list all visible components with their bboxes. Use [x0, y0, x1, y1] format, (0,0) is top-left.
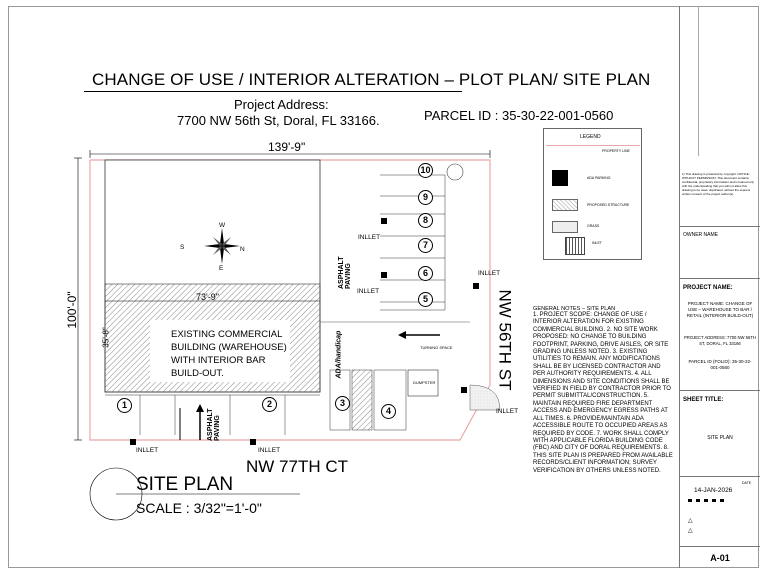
project-name: PROJECT NAME: CHANGE OF USE – WAREHOUSE …: [686, 301, 754, 318]
compass-w: W: [219, 222, 226, 229]
parcel-id: PARCEL ID : 35-30-22-001-0560: [424, 108, 614, 123]
dimension-top: 139'-9": [268, 140, 306, 154]
dimension-left: 100'-0": [65, 291, 79, 329]
general-notes: 1. PROJECT SCOPE: CHANGE OF USE / INTERI…: [533, 312, 673, 474]
title-block: 1) This drawing is protected by copyrigh…: [679, 6, 760, 568]
turning-space: TURNING SPACE: [420, 345, 453, 350]
inlet-icon: [461, 387, 467, 393]
sheet-number-section: A-01: [680, 546, 760, 568]
compass-n: N: [240, 246, 245, 253]
dimension-building-width: 73'-9": [196, 292, 219, 302]
revision-triangle-icon: △: [688, 528, 693, 534]
project-address-value: 7700 NW 56th St, Doral, FL 33166.: [177, 113, 380, 128]
ada-access-aisle: [351, 369, 373, 431]
project-address: PROJECT ADDRESS: 7700 NW 56TH ST, DORAL,…: [684, 335, 756, 346]
scale-caption: SCALE : 3/32"=1'-0": [136, 500, 262, 516]
property-line: [89, 159, 491, 441]
drawing-title: CHANGE OF USE / INTERIOR ALTERATION – PL…: [92, 70, 651, 89]
inlet-icon: [130, 439, 136, 445]
inlet-icon: [250, 439, 256, 445]
sheet-border: [8, 6, 759, 568]
legend-item: INLET: [592, 241, 602, 245]
project-address-label: Project Address:: [234, 97, 329, 112]
project-label: PROJECT NAME:: [683, 285, 733, 291]
revision-triangle-icon: △: [688, 518, 693, 524]
site-plan-caption: SITE PLAN: [136, 474, 234, 495]
sheet-title: SITE PLAN: [707, 435, 733, 441]
street-south: NW 77TH CT: [246, 457, 348, 476]
legend-grass-icon: [552, 221, 578, 233]
legend-item: PROPERTY LINE: [602, 149, 630, 153]
compass-rose-icon: [204, 228, 240, 264]
asphalt-paving-south: ASPHALT PAVING: [207, 408, 221, 441]
date-value: 14-JAN-2026: [694, 487, 733, 494]
legend-item: PROPOSED STRUCTURE: [587, 203, 630, 207]
sheet-number: A-01: [710, 553, 730, 563]
copyright-note: 1) This drawing is protected by copyrigh…: [682, 172, 754, 196]
parking-space-2: 2: [262, 397, 277, 412]
compass-s: S: [180, 244, 185, 251]
title-block-divider: [698, 6, 699, 156]
parking-space-5: 5: [418, 292, 433, 307]
owner-section: OWNER NAME: [680, 226, 760, 278]
inlet-label: INLLET: [358, 234, 381, 241]
inlet-label: INLLET: [357, 288, 380, 295]
parking-space-7: 7: [418, 238, 433, 253]
inlet-icon: [381, 218, 387, 224]
parking-space-3: 3: [335, 396, 350, 411]
project-section: PROJECT NAME: PROJECT NAME: CHANGE OF US…: [680, 278, 760, 390]
parking-space-9: 9: [418, 190, 433, 205]
title-underline: [84, 91, 462, 92]
legend-ada-icon: [552, 170, 568, 186]
grass-area: [469, 384, 501, 411]
east-parking-stalls: [380, 174, 446, 311]
asphalt-paving-east: ASPHALT PAVING: [338, 256, 352, 289]
project-parcel: PARCEL ID (FOLIO): 35-30-22-001-0560: [688, 359, 752, 370]
west-parking-stalls: [105, 394, 320, 435]
inlet-icon: [473, 283, 479, 289]
ada-label: ADA/handicap: [335, 330, 343, 379]
inlet-label: INLLET: [136, 447, 159, 454]
street-east: NW 56TH ST: [495, 289, 515, 391]
inlet-label: INLLET: [496, 408, 519, 415]
parking-space-8: 8: [418, 213, 433, 228]
legend-heading: LEGEND: [580, 134, 601, 140]
building-label: EXISTING COMMERCIAL BUILDING (WAREHOUSE)…: [171, 329, 287, 379]
inlet-label: INLLET: [478, 270, 501, 277]
sheet-title-section: SHEET TITLE: SITE PLAN: [680, 390, 760, 476]
legend-box: LEGEND PROPERTY LINE ADA PARKING PROPOSE…: [543, 128, 642, 260]
parking-space-4: 4: [381, 404, 396, 419]
compass-e: E: [219, 265, 224, 272]
tree-icon: [446, 163, 464, 181]
dumpster-label: DUMPSTER: [413, 380, 436, 385]
parking-space-1: 1: [117, 398, 132, 413]
ada-stall: [329, 369, 351, 431]
scale-bar-icon: [688, 499, 724, 502]
legend-item: ADA PARKING: [587, 176, 611, 180]
dimension-building-height: 35'-8": [101, 327, 111, 348]
inlet-label: INLLET: [258, 447, 281, 454]
legend-property-line-icon: [546, 145, 640, 146]
dumpster-enclosure: [407, 369, 439, 397]
general-notes-title: GENERAL NOTES – SITE PLAN: [533, 306, 616, 312]
parking-space-6: 6: [418, 266, 433, 281]
owner-label: OWNER NAME: [683, 232, 718, 238]
legend-item: GRASS: [587, 224, 600, 228]
parking-space-10: 10: [418, 163, 433, 178]
date-section: DATE 14-JAN-2026 △ △: [680, 476, 760, 546]
sheet-title-label: SHEET TITLE:: [683, 397, 724, 403]
legend-inlet-icon: [565, 237, 585, 255]
date-label: DATE: [742, 481, 752, 485]
inlet-icon: [381, 272, 387, 278]
legend-structure-icon: [552, 199, 578, 211]
